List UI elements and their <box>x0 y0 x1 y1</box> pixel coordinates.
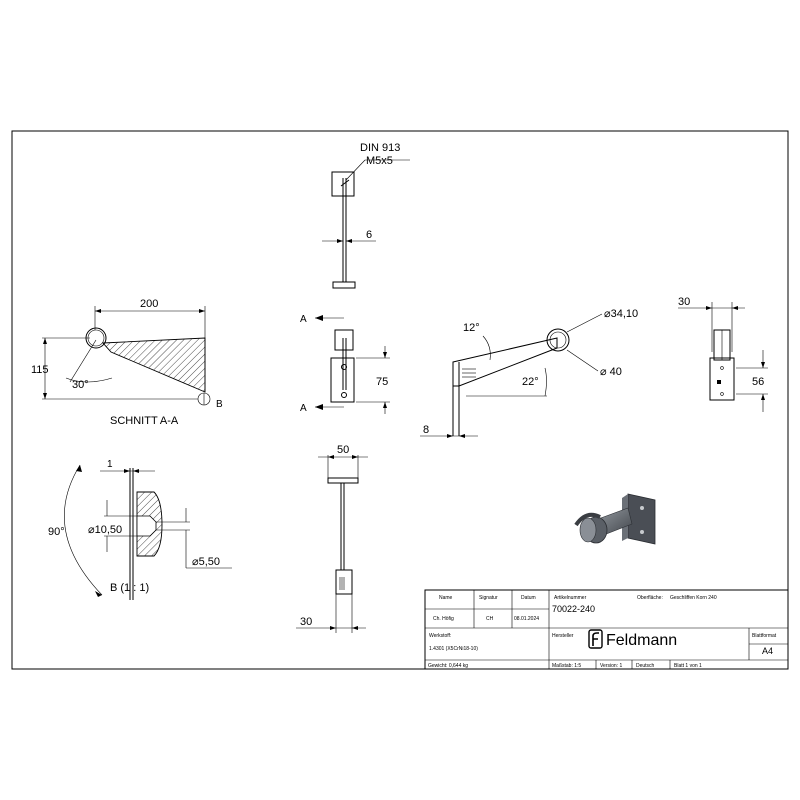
dim-1: 1 <box>107 459 113 470</box>
tb-blattformat-label: Blattformat <box>752 633 777 639</box>
dim-6: 6 <box>366 229 372 241</box>
title-block: Name Signatur Datum Artikelnummer Oberfl… <box>424 589 789 670</box>
dia-40: ⌀ 40 <box>600 366 622 378</box>
caption-detail-b: B (1 : 1) <box>110 582 149 594</box>
front-view: A A 75 <box>300 314 390 414</box>
top-view-flange <box>332 281 356 289</box>
tb-werkstoff-label: Werkstoff: <box>429 633 451 639</box>
dia-1050: ⌀10,50 <box>88 524 122 536</box>
tb-werkstoff-value: 1.4301 (X5CrNi18-10) <box>429 646 478 652</box>
tb-oberflaeche-label: Oberfläche: <box>637 595 663 601</box>
tb-hdr-artikelnummer: Artikelnummer <box>554 595 587 601</box>
tb-oberflaeche-value: Geschliffen Korn 240 <box>670 595 717 601</box>
iso-plate <box>627 493 656 545</box>
side-view: 12° 22° ⌀34,10 ⌀ 40 8 <box>420 308 638 438</box>
tb-hersteller-label: Hersteller <box>552 633 574 639</box>
right-view: 30 56 <box>678 296 768 412</box>
section-view: 200 B 115 30° SCHNITT A-A <box>31 298 223 427</box>
callout-leader <box>345 159 366 181</box>
feldmann-logo-icon <box>588 629 603 649</box>
tb-blatt: Blatt 1 von 1 <box>674 663 702 669</box>
dim-75: 75 <box>376 376 388 388</box>
dia-550: ⌀5,50 <box>192 556 220 568</box>
side-arm <box>452 337 558 387</box>
label-a-bottom: A <box>300 403 307 414</box>
bottom-view: 50 30 <box>296 444 368 633</box>
detail-view: 1 90° ⌀10,50 ⌀5,50 B (1 : 1) <box>48 459 232 600</box>
dim-30-bottom: 30 <box>300 616 312 628</box>
tb-version: Version: 1 <box>600 663 622 669</box>
dim-200: 200 <box>140 298 158 310</box>
tb-hdr-signatur: Signatur <box>479 595 498 601</box>
label-b: B <box>216 399 223 410</box>
side-tube <box>546 328 570 352</box>
dim-50: 50 <box>337 444 349 456</box>
callout-m5x5: M5x5 <box>366 155 393 167</box>
dim-30-right: 30 <box>678 296 690 308</box>
dia-3410: ⌀34,10 <box>604 308 638 320</box>
label-a-top: A <box>300 314 307 325</box>
tb-sprache: Deutsch <box>636 663 655 669</box>
tb-brand: Feldmann <box>606 632 677 649</box>
top-view: DIN 913 M5x5 6 <box>322 142 410 289</box>
right-plate <box>709 357 735 401</box>
tb-row-name: Ch. Höfig <box>433 616 454 622</box>
tb-blattformat-value: A4 <box>762 646 773 656</box>
angle-90: 90° <box>48 526 65 538</box>
tb-row-sign: CH <box>486 616 494 622</box>
tb-massstab: Maßstab: 1:5 <box>552 663 581 669</box>
tb-gewicht: Gewicht: 0,644 kg <box>428 663 468 669</box>
dim-56: 56 <box>752 376 764 388</box>
angle-22: 22° <box>522 376 539 388</box>
tb-hdr-name: Name <box>439 595 453 601</box>
isometric-view <box>574 493 656 545</box>
drawing-frame <box>11 130 789 670</box>
angle-30: 30° <box>72 379 89 391</box>
tb-hdr-datum: Datum <box>521 595 536 601</box>
tb-row-date: 08.01.2024 <box>514 616 539 622</box>
bottom-block <box>335 569 353 595</box>
callout-din913: DIN 913 <box>360 142 400 154</box>
angle-12: 12° <box>463 322 480 334</box>
dim-115: 115 <box>31 364 49 376</box>
tb-article-number: 70022-240 <box>552 604 595 614</box>
section-arm <box>102 337 206 393</box>
caption-schnitt: SCHNITT A-A <box>110 415 179 427</box>
dim-8: 8 <box>423 424 429 436</box>
